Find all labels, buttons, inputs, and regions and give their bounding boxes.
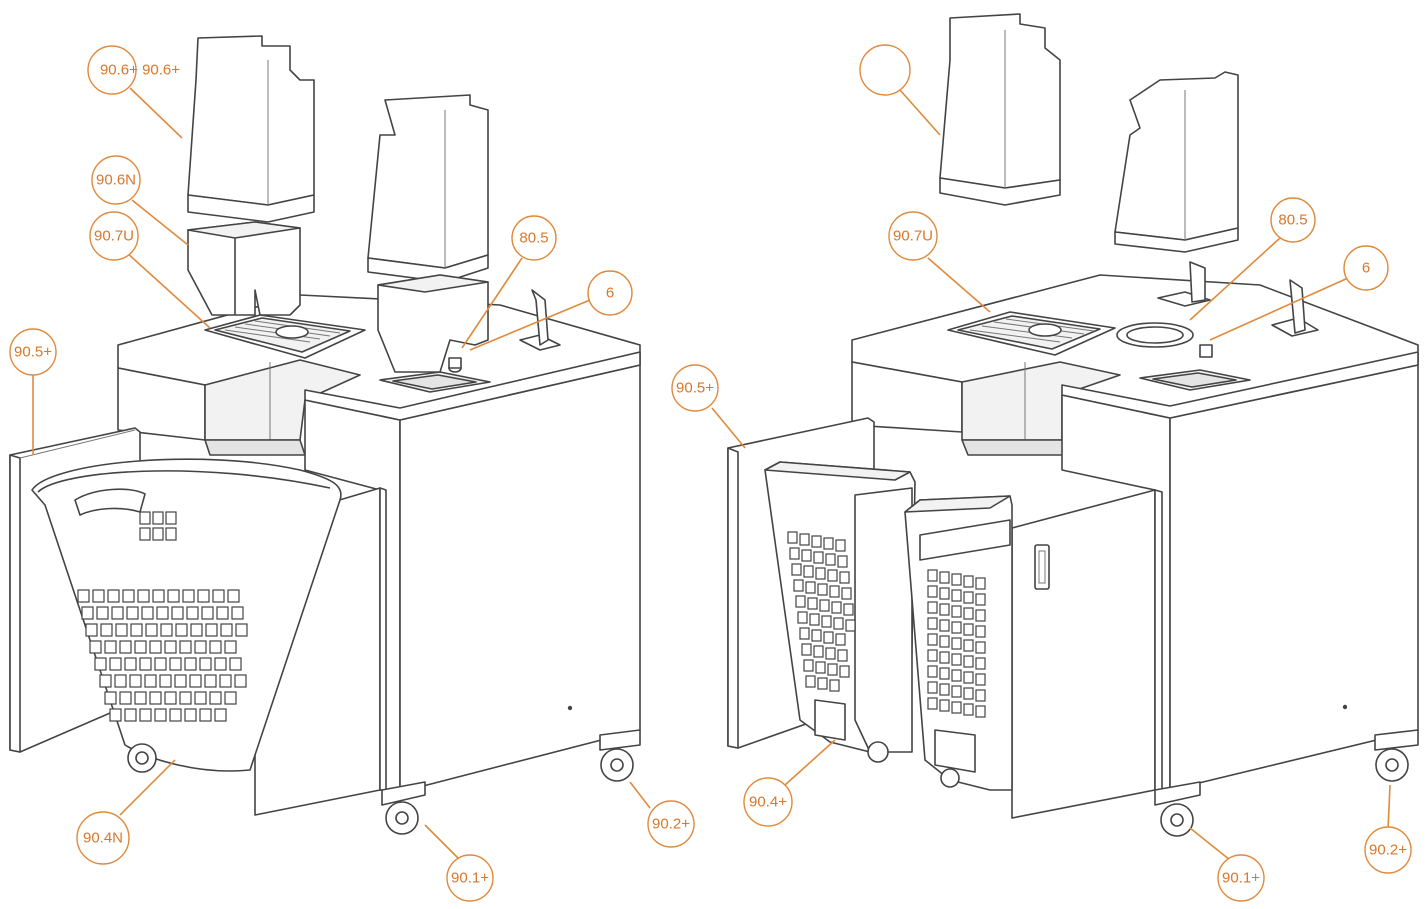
callout-label: 90.1+: [451, 870, 489, 887]
callout-left-panel: 90.5+: [9, 328, 57, 376]
left-back-box: [117, 359, 361, 456]
callout-right-hopper-top: [859, 44, 911, 96]
callout-label: 90.5+: [14, 344, 52, 361]
right-front-caster: [1154, 781, 1201, 837]
right-hopper-b: [1114, 71, 1239, 253]
right-ring-80-5: [1116, 322, 1213, 358]
left-assembly: [9, 35, 641, 835]
right-grate: [947, 311, 1116, 356]
callout-label: 90.4+: [749, 794, 787, 811]
callout-right-grate: 90.7U: [888, 211, 938, 261]
callout-right-bins: 90.4+: [743, 777, 793, 827]
left-ring-80-5: [448, 357, 462, 373]
callout-label: 80.5: [1278, 212, 1307, 229]
right-bin-right: [904, 495, 1013, 791]
right-assembly: [727, 13, 1419, 837]
callout-left-rear-wheel: 90.2+: [647, 800, 695, 848]
callout-left-basket: 90.4N: [76, 811, 130, 865]
right-bracket-left: [1157, 261, 1211, 307]
callout-label: 90.1+: [1222, 870, 1260, 887]
callout-label: 90.6+ 90.6+: [100, 62, 180, 79]
right-bin-left-grid: [787, 531, 856, 692]
left-hopper-right: [367, 94, 489, 373]
right-back-box: [851, 361, 1121, 456]
right-bracket-6: [1271, 279, 1319, 337]
callout-label: 90.4N: [83, 830, 123, 847]
leader-lines: [32, 87, 1391, 861]
left-grate: [204, 314, 366, 359]
callout-label: 90.7U: [94, 228, 134, 245]
callout-label: 90.2+: [652, 816, 690, 833]
left-rear-caster: [599, 729, 641, 782]
callout-right-ring: 80.5: [1270, 197, 1316, 243]
right-hopper-a: [939, 13, 1061, 206]
left-hopper-top: [187, 35, 315, 223]
callout-right-rear-wheel: 90.2+: [1364, 826, 1412, 874]
callout-label: 90.7U: [893, 228, 933, 245]
right-bin-left: [764, 461, 916, 763]
callout-label: 90.5+: [676, 380, 714, 397]
right-open-door: [1011, 489, 1163, 819]
callout-label: 90.2+: [1369, 842, 1407, 859]
callout-left-hopper-top: 90.6+ 90.6+: [87, 45, 180, 95]
callout-right-front-wheel: 90.1+: [1217, 854, 1265, 902]
callout-label: 6: [606, 285, 614, 302]
left-bracket-6: [519, 289, 561, 351]
left-hopper-lower: [187, 221, 301, 316]
left-front-caster: [381, 781, 426, 835]
callout-left-ring: 80.5: [511, 215, 557, 261]
callout-right-bracket: 6: [1343, 245, 1389, 291]
callout-label: 90.6N: [96, 172, 136, 189]
left-laundry-basket: [31, 458, 342, 773]
callout-left-hopper-lower: 90.6N: [91, 155, 141, 205]
right-bin-right-grid: [927, 569, 986, 718]
callout-label: 6: [1362, 260, 1370, 277]
right-rear-caster: [1374, 729, 1419, 782]
left-basket-grid: [77, 511, 248, 722]
callout-label: 80.5: [519, 230, 548, 247]
callout-left-grate: 90.7U: [89, 211, 139, 261]
callout-left-bracket: 6: [587, 270, 633, 316]
callout-left-front-wheel: 90.1+: [446, 854, 494, 902]
callout-right-panel: 90.5+: [671, 364, 719, 412]
